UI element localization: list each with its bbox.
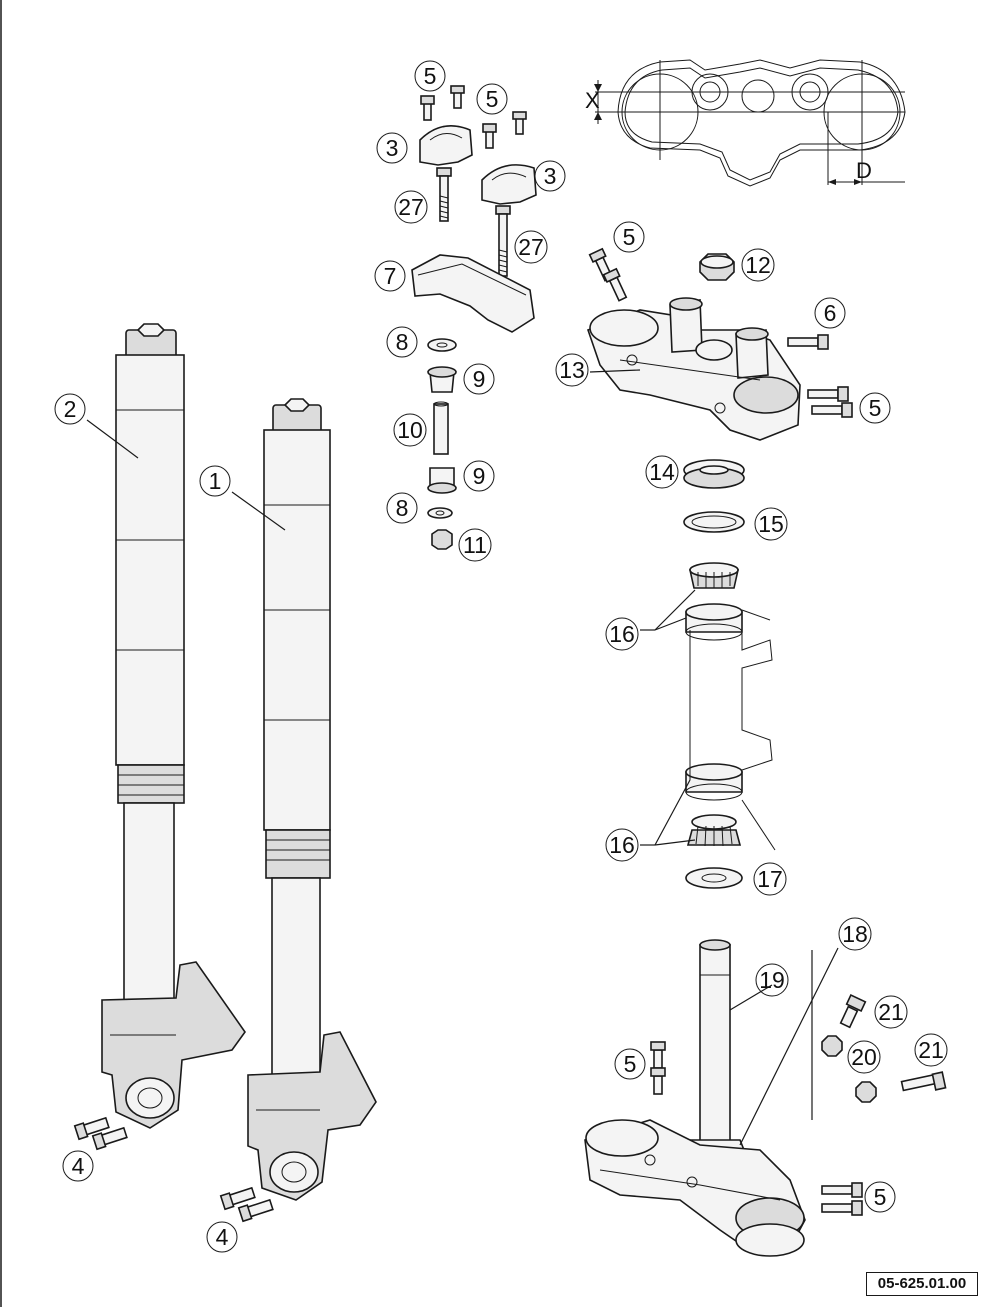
frame-head-tube-outline — [689, 609, 776, 851]
callout-9a: 9 — [463, 363, 495, 395]
callout-14: 14 — [645, 455, 679, 489]
callout-27a: 27 — [394, 190, 428, 224]
svg-text:27: 27 — [398, 194, 424, 220]
svg-text:5: 5 — [869, 395, 882, 421]
callout-20: 20 — [847, 1040, 881, 1074]
svg-text:16: 16 — [609, 832, 635, 858]
svg-text:15: 15 — [758, 511, 784, 537]
svg-text:7: 7 — [384, 263, 397, 289]
axle-clamp-screws-left — [73, 1116, 128, 1151]
svg-text:17: 17 — [757, 866, 783, 892]
dimension-d-label: D — [856, 158, 872, 183]
svg-text:5: 5 — [424, 63, 437, 89]
svg-text:19: 19 — [759, 967, 785, 993]
callout-2: 2 — [54, 393, 86, 425]
callout-16a: 16 — [605, 617, 639, 651]
callout-5d: 5 — [859, 392, 891, 424]
callout-9b: 9 — [463, 460, 495, 492]
callout-4b: 4 — [206, 1221, 238, 1253]
handlebar-clamp-long-screws — [436, 167, 511, 277]
callout-27b: 27 — [514, 230, 548, 264]
callout-18: 18 — [838, 917, 872, 951]
callout-21a: 21 — [874, 995, 908, 1029]
leader-lines — [86, 369, 839, 1146]
handlebar-clamp-base — [411, 254, 535, 333]
callout-12: 12 — [741, 248, 775, 282]
callout-6: 6 — [814, 297, 846, 329]
upper-triple-clamp — [586, 297, 801, 441]
svg-text:21: 21 — [878, 999, 904, 1025]
svg-text:1: 1 — [209, 468, 222, 494]
svg-text:21: 21 — [918, 1037, 944, 1063]
svg-text:20: 20 — [851, 1044, 877, 1070]
steering-nut-12 — [699, 253, 735, 281]
svg-text:3: 3 — [386, 135, 399, 161]
callout-5a: 5 — [414, 60, 446, 92]
svg-text:9: 9 — [473, 463, 486, 489]
callout-13: 13 — [555, 353, 589, 387]
fork-leg-2 — [101, 323, 246, 1129]
axle-clamp-screws-right — [219, 1186, 274, 1223]
lower-clamp-bolts — [650, 1041, 863, 1216]
callout-8a: 8 — [386, 326, 418, 358]
svg-text:8: 8 — [396, 495, 409, 521]
svg-text:14: 14 — [649, 459, 675, 485]
callout-7: 7 — [374, 260, 406, 292]
callout-16b: 16 — [605, 828, 639, 862]
bearing-stack — [683, 459, 745, 889]
lower-triple-clamp-18 — [584, 1119, 806, 1257]
callout-5c: 5 — [613, 221, 645, 253]
callout-5e: 5 — [614, 1048, 646, 1080]
steering-stop-parts — [821, 994, 947, 1103]
callout-5f: 5 — [864, 1181, 896, 1213]
callout-10: 10 — [393, 413, 427, 447]
rubber-damper-stack — [427, 338, 457, 550]
svg-text:18: 18 — [842, 921, 868, 947]
steering-stem-19 — [680, 939, 750, 1161]
callout-5b: 5 — [476, 83, 508, 115]
handlebar-clamp-upper-right — [481, 164, 537, 205]
svg-text:27: 27 — [518, 234, 544, 260]
callout-11: 11 — [458, 528, 492, 562]
callout-15: 15 — [754, 507, 788, 541]
callout-8b: 8 — [386, 492, 418, 524]
svg-text:11: 11 — [463, 532, 487, 558]
drawing-code-label: 05-625.01.00 — [866, 1272, 978, 1296]
svg-text:8: 8 — [396, 329, 409, 355]
svg-text:2: 2 — [64, 396, 77, 422]
svg-text:5: 5 — [623, 224, 636, 250]
svg-text:16: 16 — [609, 621, 635, 647]
fork-leg-1 — [247, 398, 377, 1201]
svg-text:10: 10 — [397, 417, 423, 443]
dimension-x-label: X — [585, 88, 600, 113]
svg-text:4: 4 — [72, 1153, 85, 1179]
callout-3b: 3 — [534, 160, 566, 192]
svg-text:5: 5 — [874, 1184, 887, 1210]
svg-text:5: 5 — [486, 86, 499, 112]
svg-text:13: 13 — [559, 357, 585, 383]
svg-text:5: 5 — [624, 1051, 637, 1077]
callout-3a: 3 — [376, 132, 408, 164]
svg-text:3: 3 — [544, 163, 557, 189]
svg-text:6: 6 — [824, 300, 837, 326]
callout-19: 19 — [755, 963, 789, 997]
handlebar-clamp-bolts — [420, 85, 527, 149]
top-triple-clamp-outline — [594, 59, 906, 187]
handlebar-clamp-upper-left — [419, 124, 473, 166]
svg-text:9: 9 — [473, 366, 486, 392]
svg-text:12: 12 — [745, 252, 771, 278]
callout-21b: 21 — [914, 1033, 948, 1067]
callout-17: 17 — [753, 862, 787, 896]
upper-clamp-bolts — [588, 247, 853, 418]
svg-text:4: 4 — [216, 1224, 229, 1250]
callout-1: 1 — [199, 465, 231, 497]
callout-4a: 4 — [62, 1150, 94, 1182]
